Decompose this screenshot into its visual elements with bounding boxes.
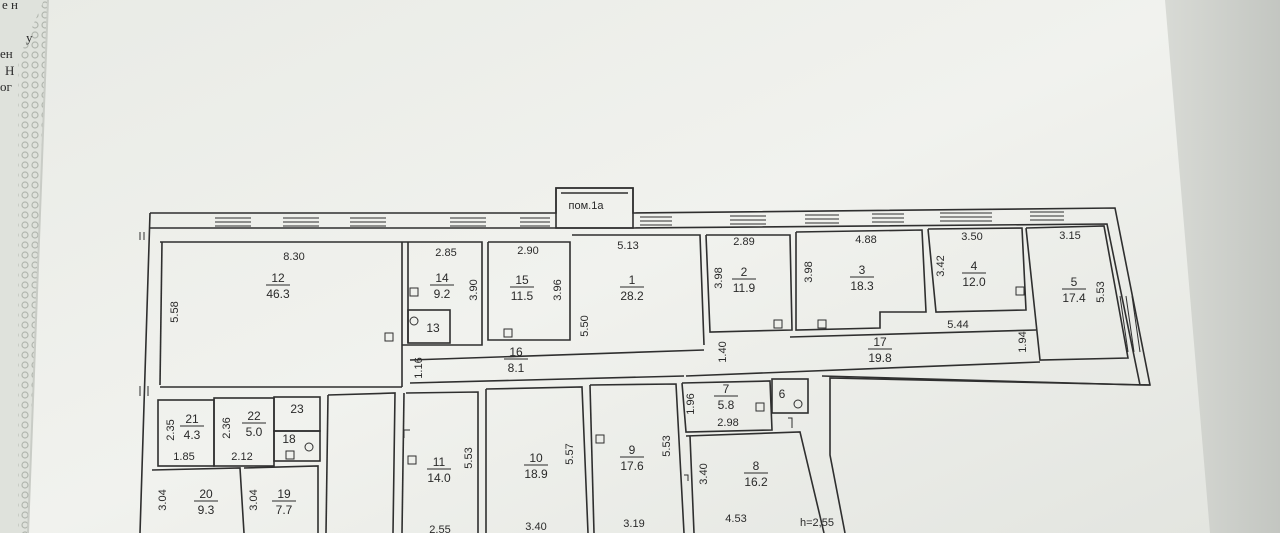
room-number-11: 11 xyxy=(433,455,446,469)
dimension-label: 5.13 xyxy=(617,240,638,252)
room-number-14: 14 xyxy=(435,271,449,285)
margin-text-1: е н xyxy=(2,0,18,12)
room-number-9: 9 xyxy=(629,443,636,457)
dimension-label: 3.90 xyxy=(468,279,480,300)
ceiling-height-note: h=2,55 xyxy=(800,517,834,529)
dimension-label: 1.85 xyxy=(173,451,194,463)
room-number-1: 1 xyxy=(629,273,636,287)
room-area-11: 14.0 xyxy=(427,471,451,485)
dimension-label: 5.57 xyxy=(564,443,576,464)
room-number-6: 6 xyxy=(779,387,786,401)
dimension-label: 3.40 xyxy=(525,521,546,533)
dimension-label: 2.90 xyxy=(517,245,538,257)
dimension-label: 3.98 xyxy=(803,261,815,282)
margin-text-5: ог xyxy=(0,79,12,94)
margin-text-2: у xyxy=(26,30,33,45)
room-number-5: 5 xyxy=(1071,275,1078,289)
dimension-label: 3.50 xyxy=(961,231,982,243)
dimension-label: 1.96 xyxy=(685,393,697,414)
dimension-label: 3.19 xyxy=(623,518,644,530)
room-area-2: 11.9 xyxy=(733,281,756,295)
dimension-label: 3.42 xyxy=(935,255,947,276)
margin-text-3: ен xyxy=(0,46,13,61)
room-number-10: 10 xyxy=(529,451,543,465)
floor-plan-walls xyxy=(139,187,1151,533)
dimension-label: 2.12 xyxy=(231,451,252,463)
dimension-label: 5.50 xyxy=(579,315,591,336)
dimension-label: 3.04 xyxy=(248,489,260,510)
room-number-16: 16 xyxy=(509,345,523,359)
room-number-20: 20 xyxy=(199,487,213,501)
room-area-4: 12.0 xyxy=(962,275,986,289)
dimension-label: 5.58 xyxy=(169,301,181,322)
room-area-8: 16.2 xyxy=(744,475,768,489)
room-number-8: 8 xyxy=(753,459,760,473)
room-area-21: 4.3 xyxy=(184,428,201,442)
room-area-22: 5.0 xyxy=(246,425,263,439)
paper-sheet xyxy=(28,0,1210,533)
dimension-label: 4.53 xyxy=(725,513,746,525)
room-area-16: 8.1 xyxy=(508,361,525,375)
dimension-label: 3.15 xyxy=(1059,230,1080,242)
room-number-23: 23 xyxy=(290,402,304,416)
dimension-label: 8.30 xyxy=(283,251,304,263)
room-number-4: 4 xyxy=(971,259,978,273)
room-area-19: 7.7 xyxy=(276,503,293,517)
room-number-13: 13 xyxy=(426,321,440,335)
dimension-label: 4.88 xyxy=(855,234,876,246)
dimension-label: 3.98 xyxy=(713,267,725,288)
room-area-15: 11.5 xyxy=(511,289,534,303)
room-number-15: 15 xyxy=(515,273,529,287)
room-area-10: 18.9 xyxy=(524,467,548,481)
room-area-5: 17.4 xyxy=(1062,291,1086,305)
dimension-label: 1.94 xyxy=(1017,331,1029,352)
dimension-label: 1.16 xyxy=(413,357,425,378)
room-number-21: 21 xyxy=(185,412,199,426)
room-number-22: 22 xyxy=(247,409,261,423)
room-area-3: 18.3 xyxy=(850,279,874,293)
room-number-18: 18 xyxy=(282,432,296,446)
dimension-label: 5.44 xyxy=(947,319,968,331)
room-area-17: 19.8 xyxy=(868,351,892,365)
room-number-17: 17 xyxy=(873,335,887,349)
table-surface xyxy=(1160,0,1280,533)
room-area-20: 9.3 xyxy=(198,503,215,517)
dimension-label: 2.35 xyxy=(165,419,177,440)
dimension-label: 2.36 xyxy=(221,417,233,438)
room-number-2: 2 xyxy=(741,265,748,279)
dimension-label: 2.55 xyxy=(429,524,450,533)
dimension-label: 2.85 xyxy=(435,247,456,259)
room-area-9: 17.6 xyxy=(620,459,644,473)
room-area-1: 28.2 xyxy=(620,289,644,303)
dimension-label: 3.40 xyxy=(698,463,710,484)
window-marks xyxy=(139,211,1141,396)
room-number-12: 12 xyxy=(271,271,285,285)
room-area-7: 5.8 xyxy=(718,398,735,412)
door-and-fixture-marks xyxy=(285,286,1025,481)
room-number-19: 19 xyxy=(277,487,291,501)
dimension-label: 5.53 xyxy=(661,435,673,456)
room-number-7: 7 xyxy=(723,382,730,396)
room-area-14: 9.2 xyxy=(434,287,451,301)
dimension-label: 3.96 xyxy=(552,279,564,300)
dimension-label: 3.04 xyxy=(157,489,169,510)
dimension-label: 5.53 xyxy=(1095,281,1107,302)
dimension-label: 2.98 xyxy=(717,417,738,429)
balcony-label: пом.1а xyxy=(569,200,605,212)
dimension-label: 2.89 xyxy=(733,236,754,248)
room-number-3: 3 xyxy=(859,263,866,277)
dimension-label: 5.53 xyxy=(463,447,475,468)
margin-text-4: Н xyxy=(5,63,14,78)
dimension-label: 1.40 xyxy=(717,341,729,362)
room-area-12: 46.3 xyxy=(266,287,290,301)
